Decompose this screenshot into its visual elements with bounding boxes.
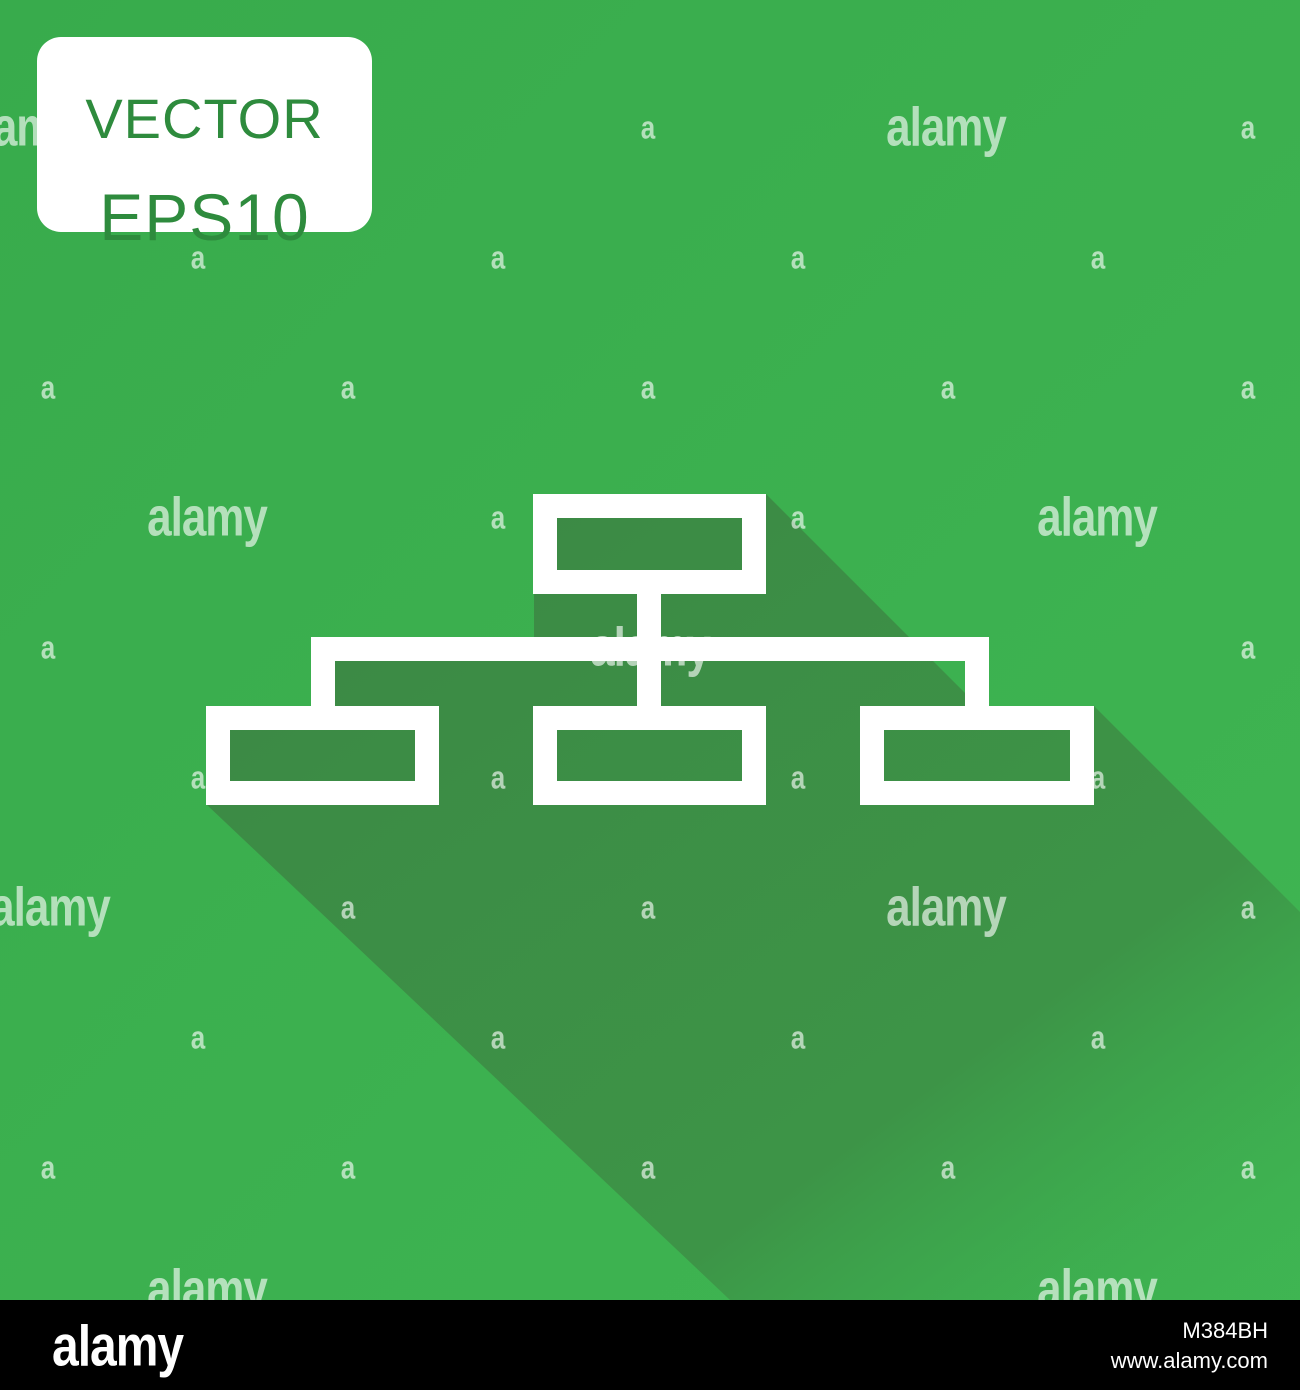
watermark: alamy	[147, 1258, 268, 1300]
badge-line-vector: VECTOR	[85, 87, 324, 150]
watermark-mark: a	[40, 368, 56, 407]
watermark-mark: a	[1240, 888, 1256, 927]
watermark-mark: a	[340, 368, 356, 407]
badge-line-eps: EPS10	[99, 180, 310, 254]
watermark-mark: a	[490, 758, 506, 797]
watermark-mark: a	[1240, 628, 1256, 667]
left-node-box	[206, 706, 439, 805]
watermark: alamy	[886, 96, 1007, 158]
watermark-mark: a	[1090, 238, 1106, 277]
watermark-mark: a	[640, 1148, 656, 1187]
watermark-mark: a	[40, 1148, 56, 1187]
top-node-box	[533, 494, 766, 594]
footer-bar: alamy M384BH www.alamy.com	[0, 1300, 1300, 1390]
middle-node-box	[533, 706, 766, 805]
watermark-mark: a	[340, 888, 356, 927]
watermark-mark: a	[640, 108, 656, 147]
watermark-mark: a	[1090, 758, 1106, 797]
long-shadow	[206, 494, 1300, 1300]
watermark: alamy	[147, 486, 268, 548]
hierarchy-org-chart-icon	[206, 494, 1094, 805]
watermark-mark: a	[790, 498, 806, 537]
watermark-mark: a	[640, 888, 656, 927]
alamy-logo: alamy	[52, 1315, 184, 1379]
watermark-mark: a	[1240, 368, 1256, 407]
watermark-mark: a	[340, 628, 356, 667]
footer-url: www.alamy.com	[1110, 1348, 1268, 1373]
watermark-mark: a	[190, 238, 206, 277]
watermark-mark: a	[790, 1018, 806, 1057]
image-id-label: M384BH	[1182, 1318, 1268, 1343]
background-graphic	[0, 0, 1300, 1300]
watermark-mark: a	[940, 628, 956, 667]
watermark-mark: a	[1090, 1018, 1106, 1057]
watermark-mark: a	[790, 238, 806, 277]
watermark-mark: a	[490, 498, 506, 537]
watermark: alamy	[590, 616, 711, 678]
watermark-mark: a	[490, 1018, 506, 1057]
image-canvas: alamy alamy alamy alamy alamy alamy alam…	[0, 0, 1300, 1300]
right-node-box	[860, 706, 1094, 805]
watermark: alamy	[886, 876, 1007, 938]
watermark-mark: a	[1240, 1148, 1256, 1187]
watermark-mark: a	[40, 628, 56, 667]
watermark: alamy	[1037, 486, 1158, 548]
vector-eps10-badge: VECTOR EPS10	[37, 37, 372, 250]
watermark-mark: a	[640, 368, 656, 407]
watermark-mark: a	[190, 758, 206, 797]
watermark-mark: a	[340, 1148, 356, 1187]
watermark-mark: a	[790, 758, 806, 797]
watermark-mark: a	[490, 238, 506, 277]
watermark-mark: a	[190, 1018, 206, 1057]
watermark-mark: a	[1240, 108, 1256, 147]
watermark: alamy	[1037, 1258, 1158, 1300]
watermark-mark: a	[940, 368, 956, 407]
watermark-mark: a	[940, 1148, 956, 1187]
watermark: alamy	[0, 876, 111, 938]
branch-connector	[311, 637, 989, 706]
